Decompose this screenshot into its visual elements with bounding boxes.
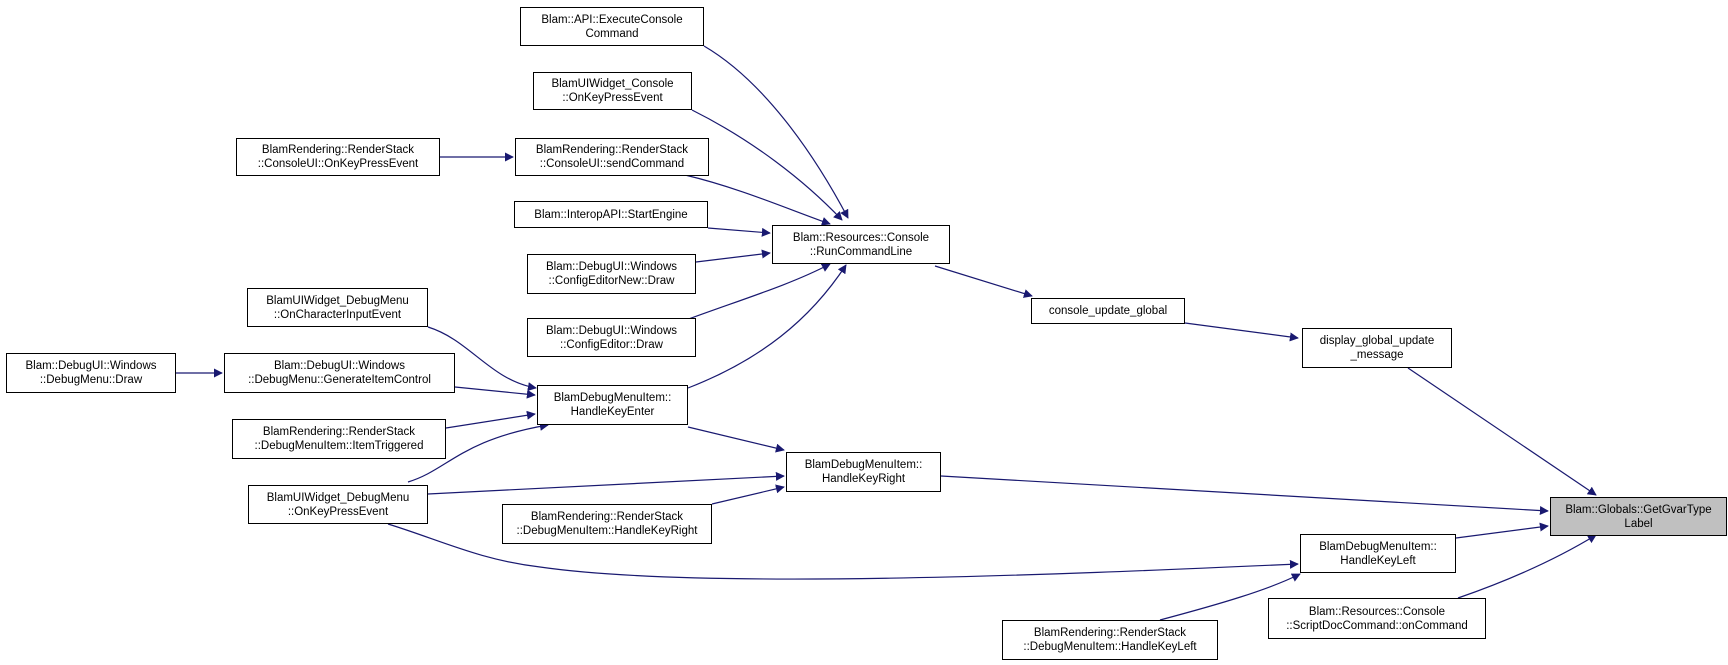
node-line: Blam::Resources::Console bbox=[792, 231, 930, 244]
node-line: ::OnKeyPressEvent bbox=[287, 505, 389, 518]
node-line: ::DebugMenuItem::HandleKeyLeft bbox=[1023, 641, 1197, 653]
node-line: BlamRendering::RenderStack bbox=[530, 511, 684, 523]
node-line: Blam::API::ExecuteConsole bbox=[541, 13, 683, 26]
node-debugmenuitem-handlekeyenter[interactable]: BlamDebugMenuItem::HandleKeyEnter bbox=[537, 385, 688, 425]
edge-display-to-getgvar bbox=[1407, 367, 1597, 496]
node-debugmenuitem-handlekeyleft[interactable]: BlamDebugMenuItem::HandleKeyLeft bbox=[1300, 534, 1456, 573]
node-rs-debugmenuitem-itemtriggered[interactable]: BlamRendering::RenderStack::DebugMenuIte… bbox=[232, 419, 446, 459]
node-display-global-update-message[interactable]: display_global_update _message bbox=[1302, 328, 1452, 368]
node-line: Blam::Resources::Console bbox=[1308, 605, 1446, 618]
node-line: BlamUIWidget_DebugMenu bbox=[266, 491, 410, 504]
edge-dm-onkey-to-item-left bbox=[387, 523, 1299, 580]
edge-console-update-to-display bbox=[1184, 322, 1299, 342]
node-rs-consoleui-sendcommand[interactable]: BlamRendering::RenderStack::ConsoleUI::s… bbox=[515, 138, 709, 176]
node-scriptdoccommand-oncommand[interactable]: Blam::Resources::Console::ScriptDocComma… bbox=[1268, 598, 1486, 639]
node-line: ::OnKeyPressEvent bbox=[562, 92, 663, 104]
node-debugmenuitem-handlekeyright[interactable]: BlamDebugMenuItem::HandleKeyRight bbox=[786, 452, 941, 492]
edge-item-enter-to-runcmd bbox=[687, 264, 847, 389]
node-line: display_global_update bbox=[1319, 335, 1435, 347]
node-rs-consoleui-onkeypress[interactable]: BlamRendering::RenderStack::ConsoleUI::O… bbox=[236, 138, 440, 176]
edge-dm-gen-to-item-enter bbox=[454, 386, 536, 399]
edge-interop-to-runcmd bbox=[707, 227, 771, 237]
node-line: BlamRendering::RenderStack bbox=[535, 144, 689, 156]
node-line: HandleKeyEnter bbox=[570, 406, 655, 418]
node-line: Blam::DebugUI::Windows bbox=[545, 324, 678, 337]
node-line: BlamUIWidget_Console bbox=[551, 78, 674, 90]
edge-cfg-to-runcmd bbox=[685, 263, 831, 321]
node-line: ::DebugMenuItem::HandleKeyRight bbox=[516, 525, 698, 537]
node-line: ::ConsoleUI::OnKeyPressEvent bbox=[257, 158, 419, 170]
edge-script-doc-to-getgvar bbox=[1457, 534, 1597, 599]
node-line: BlamDebugMenuItem:: bbox=[1319, 540, 1437, 553]
edge-dm-onkey-to-item-right bbox=[427, 471, 785, 495]
node-line: BlamRendering::RenderStack bbox=[1033, 627, 1187, 639]
node-line: ::OnCharacterInputEvent bbox=[273, 308, 402, 321]
node-line: Blam::InteropAPI::StartEngine bbox=[534, 208, 688, 221]
node-debugmenu-generate-item-control[interactable]: Blam::DebugUI::Windows::DebugMenu::Gener… bbox=[224, 353, 455, 393]
node-widget-console-onkeypress[interactable]: BlamUIWidget_Console::OnKeyPressEvent bbox=[533, 72, 692, 110]
node-line: HandleKeyRight bbox=[821, 473, 906, 485]
node-rs-debugmenuitem-handlekeyleft[interactable]: BlamRendering::RenderStack::DebugMenuIte… bbox=[1002, 620, 1218, 660]
node-interop-start-engine[interactable]: Blam::InteropAPI::StartEngine bbox=[514, 201, 708, 228]
node-debugmenu-onkeypress[interactable]: BlamUIWidget_DebugMenu::OnKeyPressEvent bbox=[248, 485, 428, 524]
node-run-command-line[interactable]: Blam::Resources::Console::RunCommandLine bbox=[772, 225, 950, 264]
node-line: Blam::DebugUI::Windows bbox=[25, 360, 157, 372]
edge-widget-console-to-runcmd bbox=[691, 109, 843, 221]
edge-dm-char-to-item-enter bbox=[427, 326, 537, 392]
node-rs-debugmenuitem-handlekeyright[interactable]: BlamRendering::RenderStack::DebugMenuIte… bbox=[502, 504, 712, 544]
edge-dm-onkey-to-item-enter bbox=[407, 421, 549, 483]
node-line: ::DebugMenu::GenerateItemControl bbox=[248, 374, 431, 386]
edge-item-enter-to-item-right bbox=[687, 426, 785, 453]
edge-runcmd-to-console-update bbox=[934, 265, 1033, 298]
node-line: Command bbox=[585, 27, 639, 40]
node-line: Blam::DebugUI::Windows bbox=[545, 261, 678, 273]
node-line: Blam::DebugUI::Windows bbox=[273, 360, 405, 372]
node-line: ::DebugMenuItem::ItemTriggered bbox=[254, 440, 424, 452]
node-line: ::DebugMenu::Draw bbox=[39, 374, 143, 386]
edge-execute-to-runcmd bbox=[703, 45, 849, 219]
edge-rs-right-to-item-right bbox=[711, 484, 785, 505]
node-line: Blam::Globals::GetGvarType bbox=[1565, 503, 1712, 516]
node-line: Label bbox=[1624, 517, 1653, 530]
edge-item-right-to-getgvar bbox=[940, 475, 1549, 516]
node-debugmenu-oncharacterinput[interactable]: BlamUIWidget_DebugMenu::OnCharacterInput… bbox=[247, 288, 428, 327]
node-debugmenu-draw[interactable]: Blam::DebugUI::Windows::DebugMenu::Draw bbox=[6, 353, 176, 393]
edge-rs-triggered-to-item-enter bbox=[445, 410, 536, 429]
node-line: BlamRendering::RenderStack bbox=[261, 144, 415, 156]
node-config-editor-new-draw[interactable]: Blam::DebugUI::Windows::ConfigEditorNew:… bbox=[527, 254, 696, 294]
node-line: ::ConfigEditor::Draw bbox=[560, 338, 663, 351]
node-line: ::ScriptDocCommand::onCommand bbox=[1286, 619, 1468, 632]
node-line: ::RunCommandLine bbox=[809, 245, 913, 258]
node-config-editor-draw[interactable]: Blam::DebugUI::Windows::ConfigEditor::Dr… bbox=[527, 318, 696, 357]
node-line: BlamUIWidget_DebugMenu bbox=[266, 294, 409, 307]
node-line: ::ConfigEditorNew::Draw bbox=[548, 275, 675, 287]
edge-rs-left-to-item-left bbox=[1159, 573, 1301, 621]
node-line: HandleKeyLeft bbox=[1340, 554, 1416, 567]
edge-item-left-to-getgvar bbox=[1455, 522, 1549, 539]
node-line: BlamDebugMenuItem:: bbox=[553, 392, 672, 404]
node-line: ::ConsoleUI::sendCommand bbox=[539, 158, 685, 170]
edge-rs-send-to-runcmd bbox=[684, 174, 831, 226]
node-console-update-global[interactable]: console_update_global bbox=[1031, 298, 1185, 324]
edge-cfgnew-to-runcmd bbox=[695, 249, 771, 263]
node-line: console_update_global bbox=[1048, 305, 1168, 317]
node-line: _message bbox=[1350, 349, 1404, 361]
node-line: BlamRendering::RenderStack bbox=[262, 426, 416, 438]
node-line: BlamDebugMenuItem:: bbox=[804, 459, 923, 471]
